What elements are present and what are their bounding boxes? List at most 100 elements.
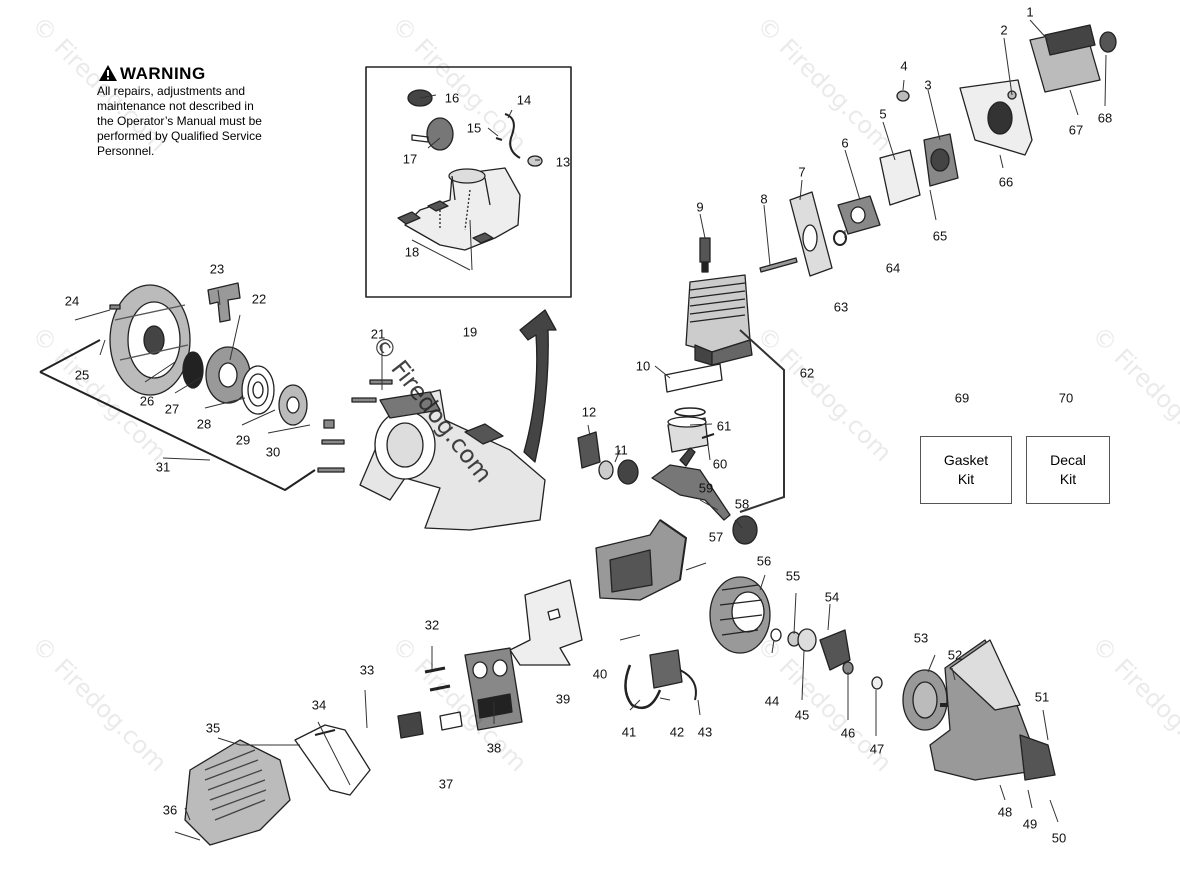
part-label-25[interactable]: 25 [74,367,90,383]
part-label-45[interactable]: 45 [794,707,810,723]
part-label-40[interactable]: 40 [592,666,608,682]
decal-kit-box[interactable]: Decal Kit [1026,436,1110,504]
piston [667,407,715,453]
assembly-arrow [519,309,557,463]
clutch-drum [902,669,960,731]
part-label-4[interactable]: 4 [900,58,908,74]
part-label-31[interactable]: 31 [155,459,171,475]
part-label-66[interactable]: 66 [998,174,1014,190]
muffler [464,647,523,731]
part-label-58[interactable]: 58 [734,496,750,512]
kit-number-70: 70 [1058,390,1074,406]
housing-screws [109,304,393,473]
part-label-41[interactable]: 41 [621,724,637,740]
clutch-housing [929,639,1056,781]
decal-small [439,711,463,731]
part-label-29[interactable]: 29 [235,432,251,448]
part-label-23[interactable]: 23 [209,261,225,277]
recoil-cover [109,284,191,396]
part-label-3[interactable]: 3 [924,77,932,93]
clutch-washer [797,628,817,652]
leader-lines [74,19,1107,841]
fuel-tank-inset-frame [365,66,572,298]
part-label-22[interactable]: 22 [251,291,267,307]
part-label-17[interactable]: 17 [402,151,418,167]
part-label-13[interactable]: 13 [555,154,571,170]
part-label-55[interactable]: 55 [785,568,801,584]
part-label-64[interactable]: 64 [885,260,901,276]
warning-line: maintenance not described in [97,99,254,113]
choke-knob [896,90,910,102]
fan-housing [294,724,371,796]
part-label-9[interactable]: 9 [696,199,704,215]
part-label-60[interactable]: 60 [712,456,728,472]
part-label-15[interactable]: 15 [466,120,482,136]
part-label-37[interactable]: 37 [438,776,454,792]
warning-line: Personnel. [97,144,155,158]
gasket-kit-box[interactable]: Gasket Kit [920,436,1012,504]
part-label-30[interactable]: 30 [265,444,281,460]
part-label-34[interactable]: 34 [311,697,327,713]
part-label-43[interactable]: 43 [697,724,713,740]
part-label-36[interactable]: 36 [162,802,178,818]
clutch-washer-small [871,676,883,690]
carburetor [879,133,959,206]
part-label-6[interactable]: 6 [841,135,849,151]
part-label-2[interactable]: 2 [1000,22,1008,38]
part-label-61[interactable]: 61 [716,418,732,434]
part-label-44[interactable]: 44 [764,693,780,709]
fan-cover [184,739,291,846]
part-label-14[interactable]: 14 [516,92,532,108]
part-label-1[interactable]: 1 [1026,4,1034,20]
part-label-33[interactable]: 33 [359,662,375,678]
part-label-26[interactable]: 26 [139,393,155,409]
part-label-53[interactable]: 53 [913,630,929,646]
warning-icon [99,65,117,81]
part-label-32[interactable]: 32 [424,617,440,633]
flywheel-nut [770,628,782,642]
part-label-19[interactable]: 19 [462,324,478,340]
part-label-16[interactable]: 16 [444,90,460,106]
exhaust-gasket [664,363,723,393]
part-label-8[interactable]: 8 [760,191,768,207]
warning-line: the Operator’s Manual must be [97,114,262,128]
part-label-50[interactable]: 50 [1051,830,1067,846]
part-label-7[interactable]: 7 [798,164,806,180]
part-label-47[interactable]: 47 [869,741,885,757]
part-label-52[interactable]: 52 [947,647,963,663]
part-label-12[interactable]: 12 [581,404,597,420]
part-label-21[interactable]: 21 [370,326,386,342]
part-label-59[interactable]: 59 [698,480,714,496]
part-label-62[interactable]: 62 [799,365,815,381]
part-label-18[interactable]: 18 [404,244,420,260]
part-label-54[interactable]: 54 [824,589,840,605]
warning-text: All repairs, adjustments and maintenance… [97,84,312,159]
air-filter-cover [1007,24,1117,100]
part-label-5[interactable]: 5 [879,106,887,122]
part-label-48[interactable]: 48 [997,804,1013,820]
kit-number-69: 69 [954,390,970,406]
part-label-35[interactable]: 35 [205,720,221,736]
muffler-screws [424,666,451,692]
part-label-28[interactable]: 28 [196,416,212,432]
part-label-38[interactable]: 38 [486,740,502,756]
part-label-67[interactable]: 67 [1068,122,1084,138]
part-label-46[interactable]: 46 [840,725,856,741]
part-label-27[interactable]: 27 [164,401,180,417]
part-label-57[interactable]: 57 [708,529,724,545]
part-label-11[interactable]: 11 [614,442,628,458]
starter-handle [207,282,241,323]
part-label-10[interactable]: 10 [635,358,651,374]
part-label-49[interactable]: 49 [1022,816,1038,832]
warning-line: performed by Qualified Service [97,129,262,143]
starter-pawl-plate [278,384,308,426]
part-label-63[interactable]: 63 [833,299,849,315]
crankcase [595,519,687,601]
part-label-56[interactable]: 56 [756,553,772,569]
part-label-39[interactable]: 39 [555,691,571,707]
part-label-51[interactable]: 51 [1034,689,1050,705]
part-label-65[interactable]: 65 [932,228,948,244]
part-label-24[interactable]: 24 [64,293,80,309]
part-label-68[interactable]: 68 [1097,110,1113,126]
part-label-42[interactable]: 42 [669,724,685,740]
